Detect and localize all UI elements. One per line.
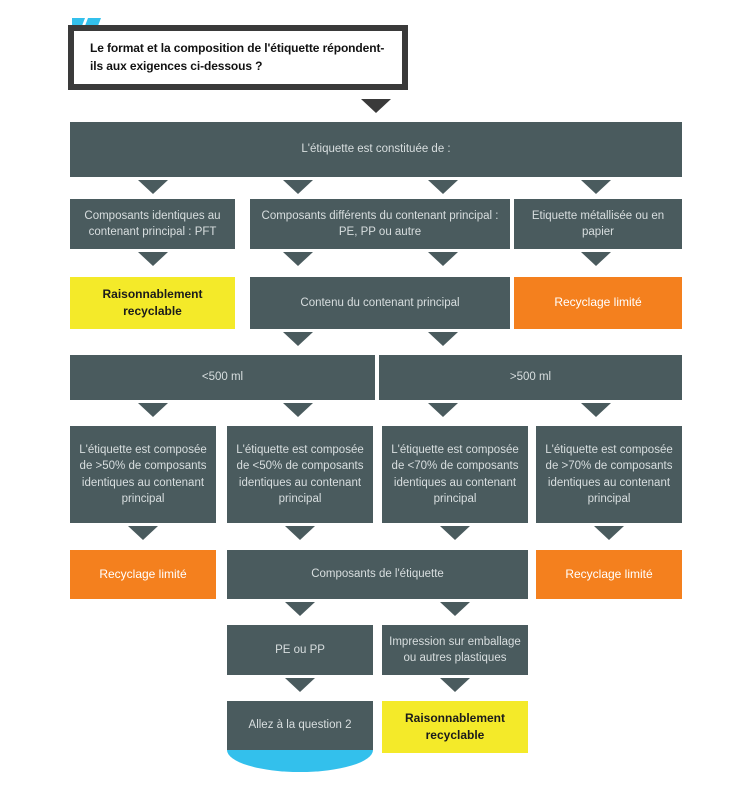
node-label-components: Composants de l'étiquette [227,550,528,599]
node-label-gt50: L'étiquette est composée de >50% de comp… [70,426,216,523]
node-same-components: Composants identiques au contenant princ… [70,199,235,249]
arrow-composition-to-different-components-right [428,180,458,194]
node-label-gt70: L'étiquette est composée de >70% de comp… [536,426,682,523]
question-header-box: Le format et la composition de l'étiquet… [68,25,408,90]
arrow-metallised-to-limited-recycling [581,252,611,266]
question-text: Le format et la composition de l'étiquet… [90,41,385,73]
node-label-lt70: L'étiquette est composée de <70% de comp… [382,426,528,523]
arrow-composition-to-different-components-left [283,180,313,194]
arrow-under-500-to-lt50 [283,403,313,417]
node-limited-recycling-3: Recyclage limité [536,550,682,599]
node-different-components: Composants différents du contenant princ… [250,199,510,249]
arrow-same-components-to-reasonably-recyclable [138,252,168,266]
node-limited-recycling-2: Recyclage limité [70,550,216,599]
node-reasonably-recyclable-2: Raisonnablement recyclable [382,701,528,753]
node-pe-or-pp: PE ou PP [227,625,373,675]
arrow-label-components-to-pe-pp [285,602,315,616]
arrow-gt50-to-limited-recycling [128,526,158,540]
blue-footer-accent [227,750,373,772]
node-label-lt50: L'étiquette est composée de <50% de comp… [227,426,373,523]
node-volume-over-500: >500 ml [379,355,682,400]
arrow-over-500-to-lt70 [428,403,458,417]
arrow-content-to-under-500 [283,332,313,346]
node-composition: L'étiquette est constituée de : [70,122,682,177]
arrow-under-500-to-gt50 [138,403,168,417]
node-go-to-question-2: Allez à la question 2 [227,701,373,750]
arrow-label-components-to-printing [440,602,470,616]
node-volume-under-500: <500 ml [70,355,375,400]
arrow-lt70-to-label-components [440,526,470,540]
arrow-pe-pp-to-question-2 [285,678,315,692]
node-limited-recycling-1: Recyclage limité [514,277,682,329]
arrow-composition-to-same-components [138,180,168,194]
arrow-different-components-to-content-right [428,252,458,266]
arrow-over-500-to-gt70 [581,403,611,417]
arrow-different-components-to-content-left [283,252,313,266]
node-metallised-label: Etiquette métallisée ou en papier [514,199,682,249]
node-reasonably-recyclable-1: Raisonnablement recyclable [70,277,235,329]
arrow-header-to-composition [361,99,391,113]
node-printing-on-packaging: Impression sur emballage ou autres plast… [382,625,528,675]
arrow-lt50-to-label-components [285,526,315,540]
arrow-gt70-to-limited-recycling [594,526,624,540]
node-container-content: Contenu du contenant principal [250,277,510,329]
arrow-printing-to-reasonably-recyclable [440,678,470,692]
arrow-composition-to-metallised [581,180,611,194]
arrow-content-to-over-500 [428,332,458,346]
